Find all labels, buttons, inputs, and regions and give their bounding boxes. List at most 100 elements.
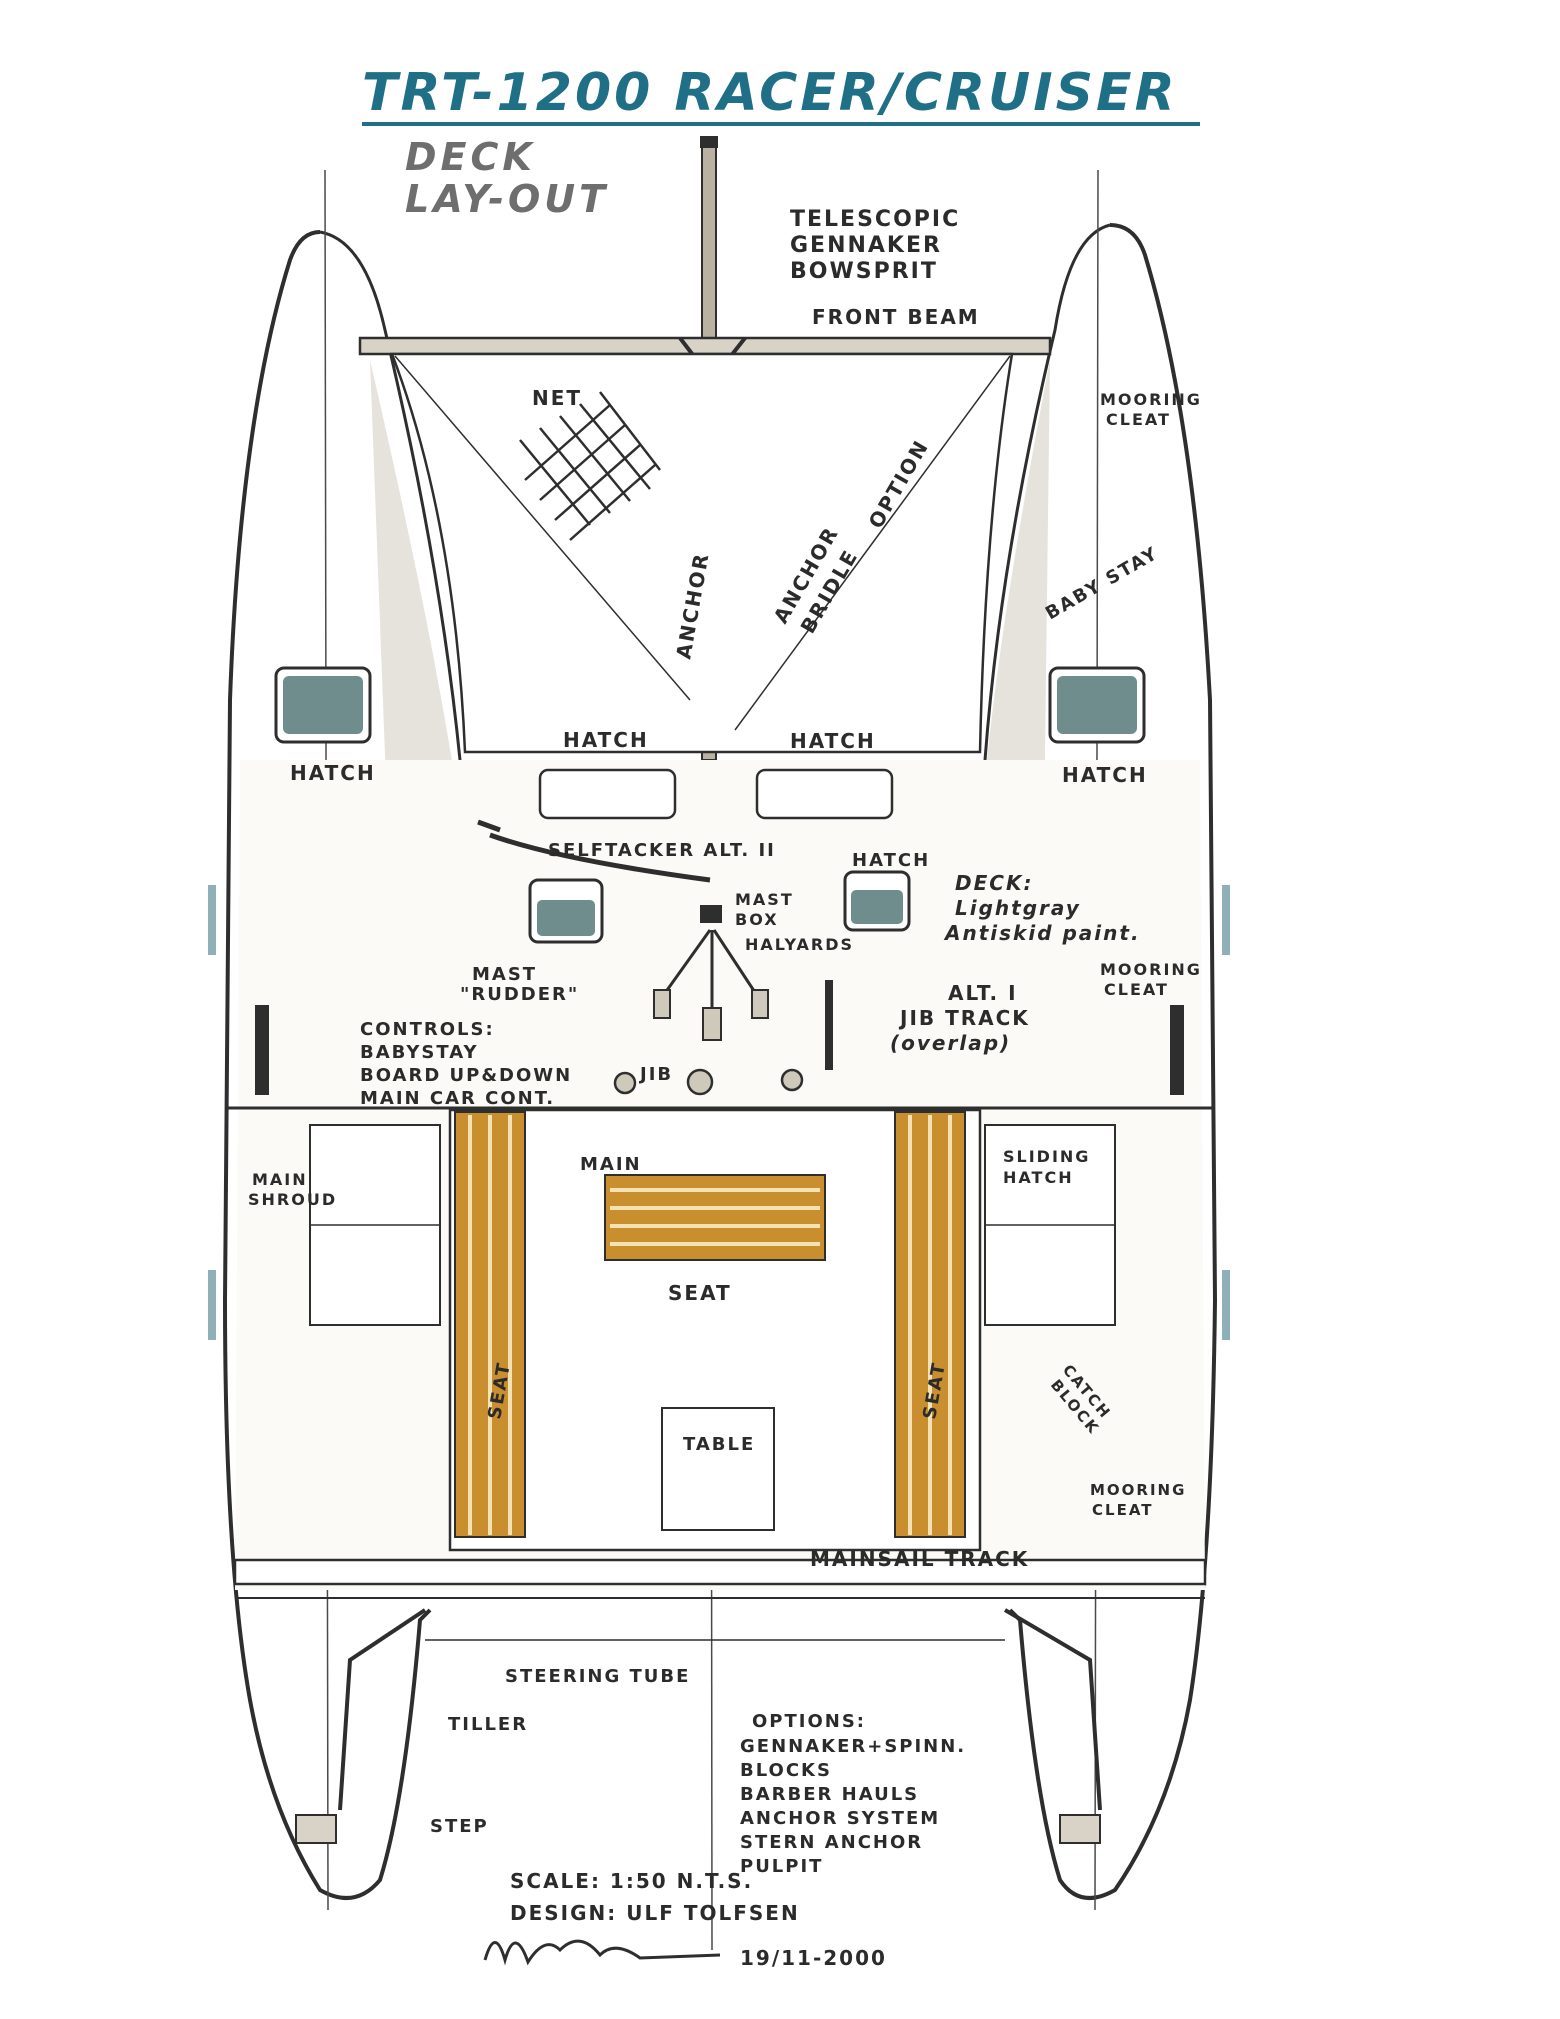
selftacker-end [477,819,501,833]
label-jib-track-3: (overlap) [890,1031,1011,1055]
selftacker-track [489,832,711,883]
bowsprit-tip [700,136,718,148]
label-hatch-center-left: HATCH [563,728,649,752]
portlight-left-1 [208,885,216,955]
seat-center [604,1174,826,1261]
halyard-clutch-right [751,989,769,1019]
seat-left [454,1111,526,1538]
hatch-mast-right [843,870,911,932]
label-mooring-cleat-1b: CLEAT [1106,410,1171,429]
label-scale: SCALE: 1:50 N.T.S. [510,1869,753,1893]
label-options-3: BLOCKS [740,1760,832,1781]
anchor-line-left [394,355,691,701]
label-design: DESIGN: ULF TOLFSEN [510,1901,800,1925]
label-date: 19/11-2000 [740,1946,887,1970]
label-halyards: HALYARDS [745,935,854,954]
mast-rig [658,929,762,1020]
main-winch [686,1068,714,1096]
trampoline-net [390,352,1014,754]
label-main-shroud-2: SHROUD [248,1190,337,1209]
label-hatch-left: HATCH [290,761,376,785]
front-beam [358,336,1052,356]
mast-box [700,905,722,923]
label-bowsprit-3: BOWSPRIT [790,259,938,284]
subtitle-deck: DECK [405,135,536,179]
label-options-4: BARBER HAULS [740,1784,919,1805]
label-mast-box-1: MAST [735,890,794,909]
label-hatch-mid: HATCH [852,850,930,871]
hatch-left [274,666,372,744]
drawing-title: TRT-1200 RACER/CRUISER [362,63,1178,123]
label-main-shroud-1: MAIN [252,1170,308,1189]
label-step: STEP [430,1816,489,1837]
jib-track [825,980,833,1070]
label-mooring-cleat-3b: CLEAT [1092,1501,1154,1519]
label-mooring-cleat-2a: MOORING [1100,960,1202,979]
right-hull [1008,223,1218,1900]
halyard-clutch-center [702,1007,722,1041]
label-sliding-hatch-2: HATCH [1003,1168,1074,1187]
label-controls-3: BOARD UP&DOWN [360,1065,572,1086]
babystay-track-left [255,1005,269,1095]
label-front-beam: FRONT BEAM [812,305,980,329]
label-selftacker: SELFTACKER ALT. II [548,840,776,861]
halyard-clutch-left [653,989,671,1019]
label-jib: JIB [638,1064,673,1085]
label-table: TABLE [683,1434,755,1455]
title-underline [362,122,1200,126]
label-mast-rudder-1: MAST [472,964,537,985]
designer-signature [483,1939,721,1966]
hatch-center-right [755,768,894,820]
label-controls-1: CONTROLS: [360,1019,495,1040]
label-options-5: ANCHOR SYSTEM [740,1808,940,1829]
label-options-2: GENNAKER+SPINN. [740,1736,966,1757]
step-left [295,1814,337,1844]
title-block: TRT-1200 RACER/CRUISER DECK LAY-OUT [362,63,1200,221]
label-controls-4: MAIN CAR CONT. [360,1088,555,1109]
subtitle-layout: LAY-OUT [405,177,609,221]
jib-winch-right [780,1068,804,1092]
label-mooring-cleat-1a: MOORING [1100,390,1202,409]
portlight-right-1 [1222,885,1230,955]
label-options-1: OPTIONS: [752,1711,866,1732]
seat-right [894,1111,966,1538]
label-deck-note-3: Antiskid paint. [943,921,1141,945]
left-hull [222,230,432,1900]
label-bowsprit-2: GENNAKER [790,233,942,258]
label-hatch-center-right: HATCH [790,729,876,753]
label-options-6: STERN ANCHOR [740,1832,923,1853]
label-jib-track-1: ALT. I [948,981,1018,1005]
anchor-bridle-line [734,355,1011,731]
tiller-left [338,1608,427,1811]
jib-winch-left [613,1071,637,1095]
labels: TELESCOPIC GENNAKER BOWSPRIT FRONT BEAM … [248,207,1202,1970]
hatch-mast-left [528,878,604,944]
label-options-7: PULPIT [740,1856,823,1877]
hatch-center-left [538,768,677,820]
label-mainsail-track: MAINSAIL TRACK [810,1547,1029,1571]
label-mast-box-2: BOX [735,910,779,929]
portlight-right-2 [1222,1270,1230,1340]
label-deck-note-2: Lightgray [955,896,1081,920]
net-pattern [519,391,661,541]
label-main: MAIN [580,1154,642,1175]
label-deck-note-1: DECK: [955,871,1033,895]
label-baby-stay: BABY STAY [1042,543,1162,625]
label-steering-tube: STEERING TUBE [505,1666,690,1687]
label-sliding-hatch-1: SLIDING [1003,1147,1090,1166]
label-hatch-right: HATCH [1062,763,1148,787]
tiller-right [1003,1608,1102,1811]
babystay-track-right [1170,1005,1184,1095]
label-jib-track-2: JIB TRACK [898,1006,1030,1030]
label-bowsprit-1: TELESCOPIC [790,207,960,232]
portlight-left-2 [208,1270,216,1340]
hatch-right [1048,666,1146,744]
label-mooring-cleat-3a: MOORING [1090,1481,1186,1499]
right-hull-inner-edge [983,223,1111,761]
step-right [1059,1814,1101,1844]
table [661,1407,775,1531]
label-tiller: TILLER [448,1714,528,1735]
mainsail-track-beam [233,1558,1207,1586]
label-controls-2: BABYSTAY [360,1042,479,1063]
